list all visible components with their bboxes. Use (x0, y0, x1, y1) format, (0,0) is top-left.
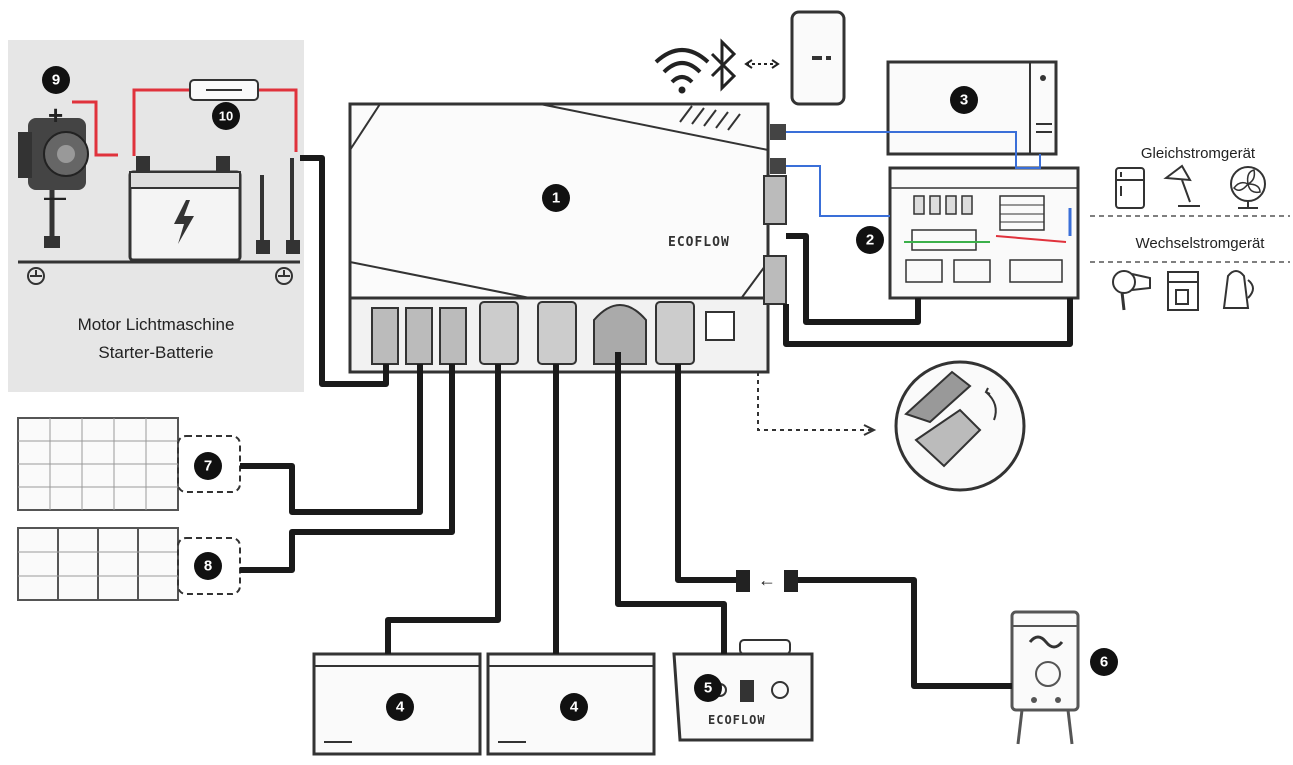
svg-text:6: 6 (1100, 654, 1108, 671)
hairdryer-icon (1112, 270, 1151, 311)
svg-text:1: 1 (552, 190, 560, 207)
vehicle-panel: + — (8, 40, 304, 392)
cover-detail-magnifier (894, 360, 1026, 492)
fridge-icon (1115, 167, 1145, 209)
svg-text:10: 10 (219, 109, 233, 124)
ac-devices-label: Wechselstromgerät (1136, 235, 1266, 252)
grid-power-cabinet (1010, 610, 1080, 745)
marker-2: 2 (856, 226, 884, 254)
fan-icon (1230, 166, 1266, 209)
double-arrow-icon (744, 59, 780, 69)
marker-7: 7 (194, 452, 222, 480)
port-connectors (371, 301, 735, 365)
fuse-icon (189, 79, 259, 101)
wifi-icon (654, 48, 710, 94)
signal-wires (786, 131, 1041, 217)
positive-sign: + (48, 100, 63, 130)
solar-panel-portable (17, 527, 241, 601)
marker-5: 5 (694, 674, 722, 702)
kettle-icon (1222, 270, 1254, 309)
starter-battery-icon (128, 156, 242, 262)
solar-panel-rigid (17, 417, 241, 511)
negative-sign: — (44, 185, 66, 210)
bluetooth-icon (710, 38, 737, 92)
alternator-icon (18, 118, 89, 248)
svg-text:4: 4 (396, 699, 405, 716)
marker-4a: 4 (386, 693, 414, 721)
vehicle-label-line2: Starter-Batterie (98, 343, 213, 362)
svg-text:8: 8 (204, 558, 212, 575)
vehicle-label-line1: Motor Lichtmaschine (78, 315, 235, 334)
svg-text:5: 5 (704, 680, 712, 697)
ground-icon (27, 267, 45, 285)
power-hub-unit: ECOFLOW (348, 102, 787, 374)
marker-1: 1 (542, 184, 570, 212)
brand-logo: ECOFLOW (668, 235, 730, 250)
svg-text:4: 4 (570, 699, 579, 716)
marker-3: 3 (950, 86, 978, 114)
coffee-maker-icon (1167, 271, 1199, 311)
distribution-panel (888, 166, 1080, 300)
marker-8: 8 (194, 552, 222, 580)
generator-brand-logo: ECOFLOW (708, 713, 766, 727)
marker-4b: 4 (560, 693, 588, 721)
marker-9: 9 (42, 66, 70, 94)
marker-6: 6 (1090, 648, 1118, 676)
cables (240, 155, 1073, 689)
svg-text:9: 9 (52, 72, 60, 89)
marker-10: 10 (212, 102, 240, 130)
lamp-icon (1163, 164, 1200, 207)
smartphone-icon (790, 10, 846, 106)
svg-text:3: 3 (960, 92, 968, 109)
svg-text:2: 2 (866, 232, 874, 249)
svg-text:7: 7 (204, 458, 212, 475)
plug-direction-arrow: ← (758, 570, 776, 590)
ground-icon (275, 267, 293, 285)
dc-devices-label: Gleichstromgerät (1141, 145, 1256, 162)
